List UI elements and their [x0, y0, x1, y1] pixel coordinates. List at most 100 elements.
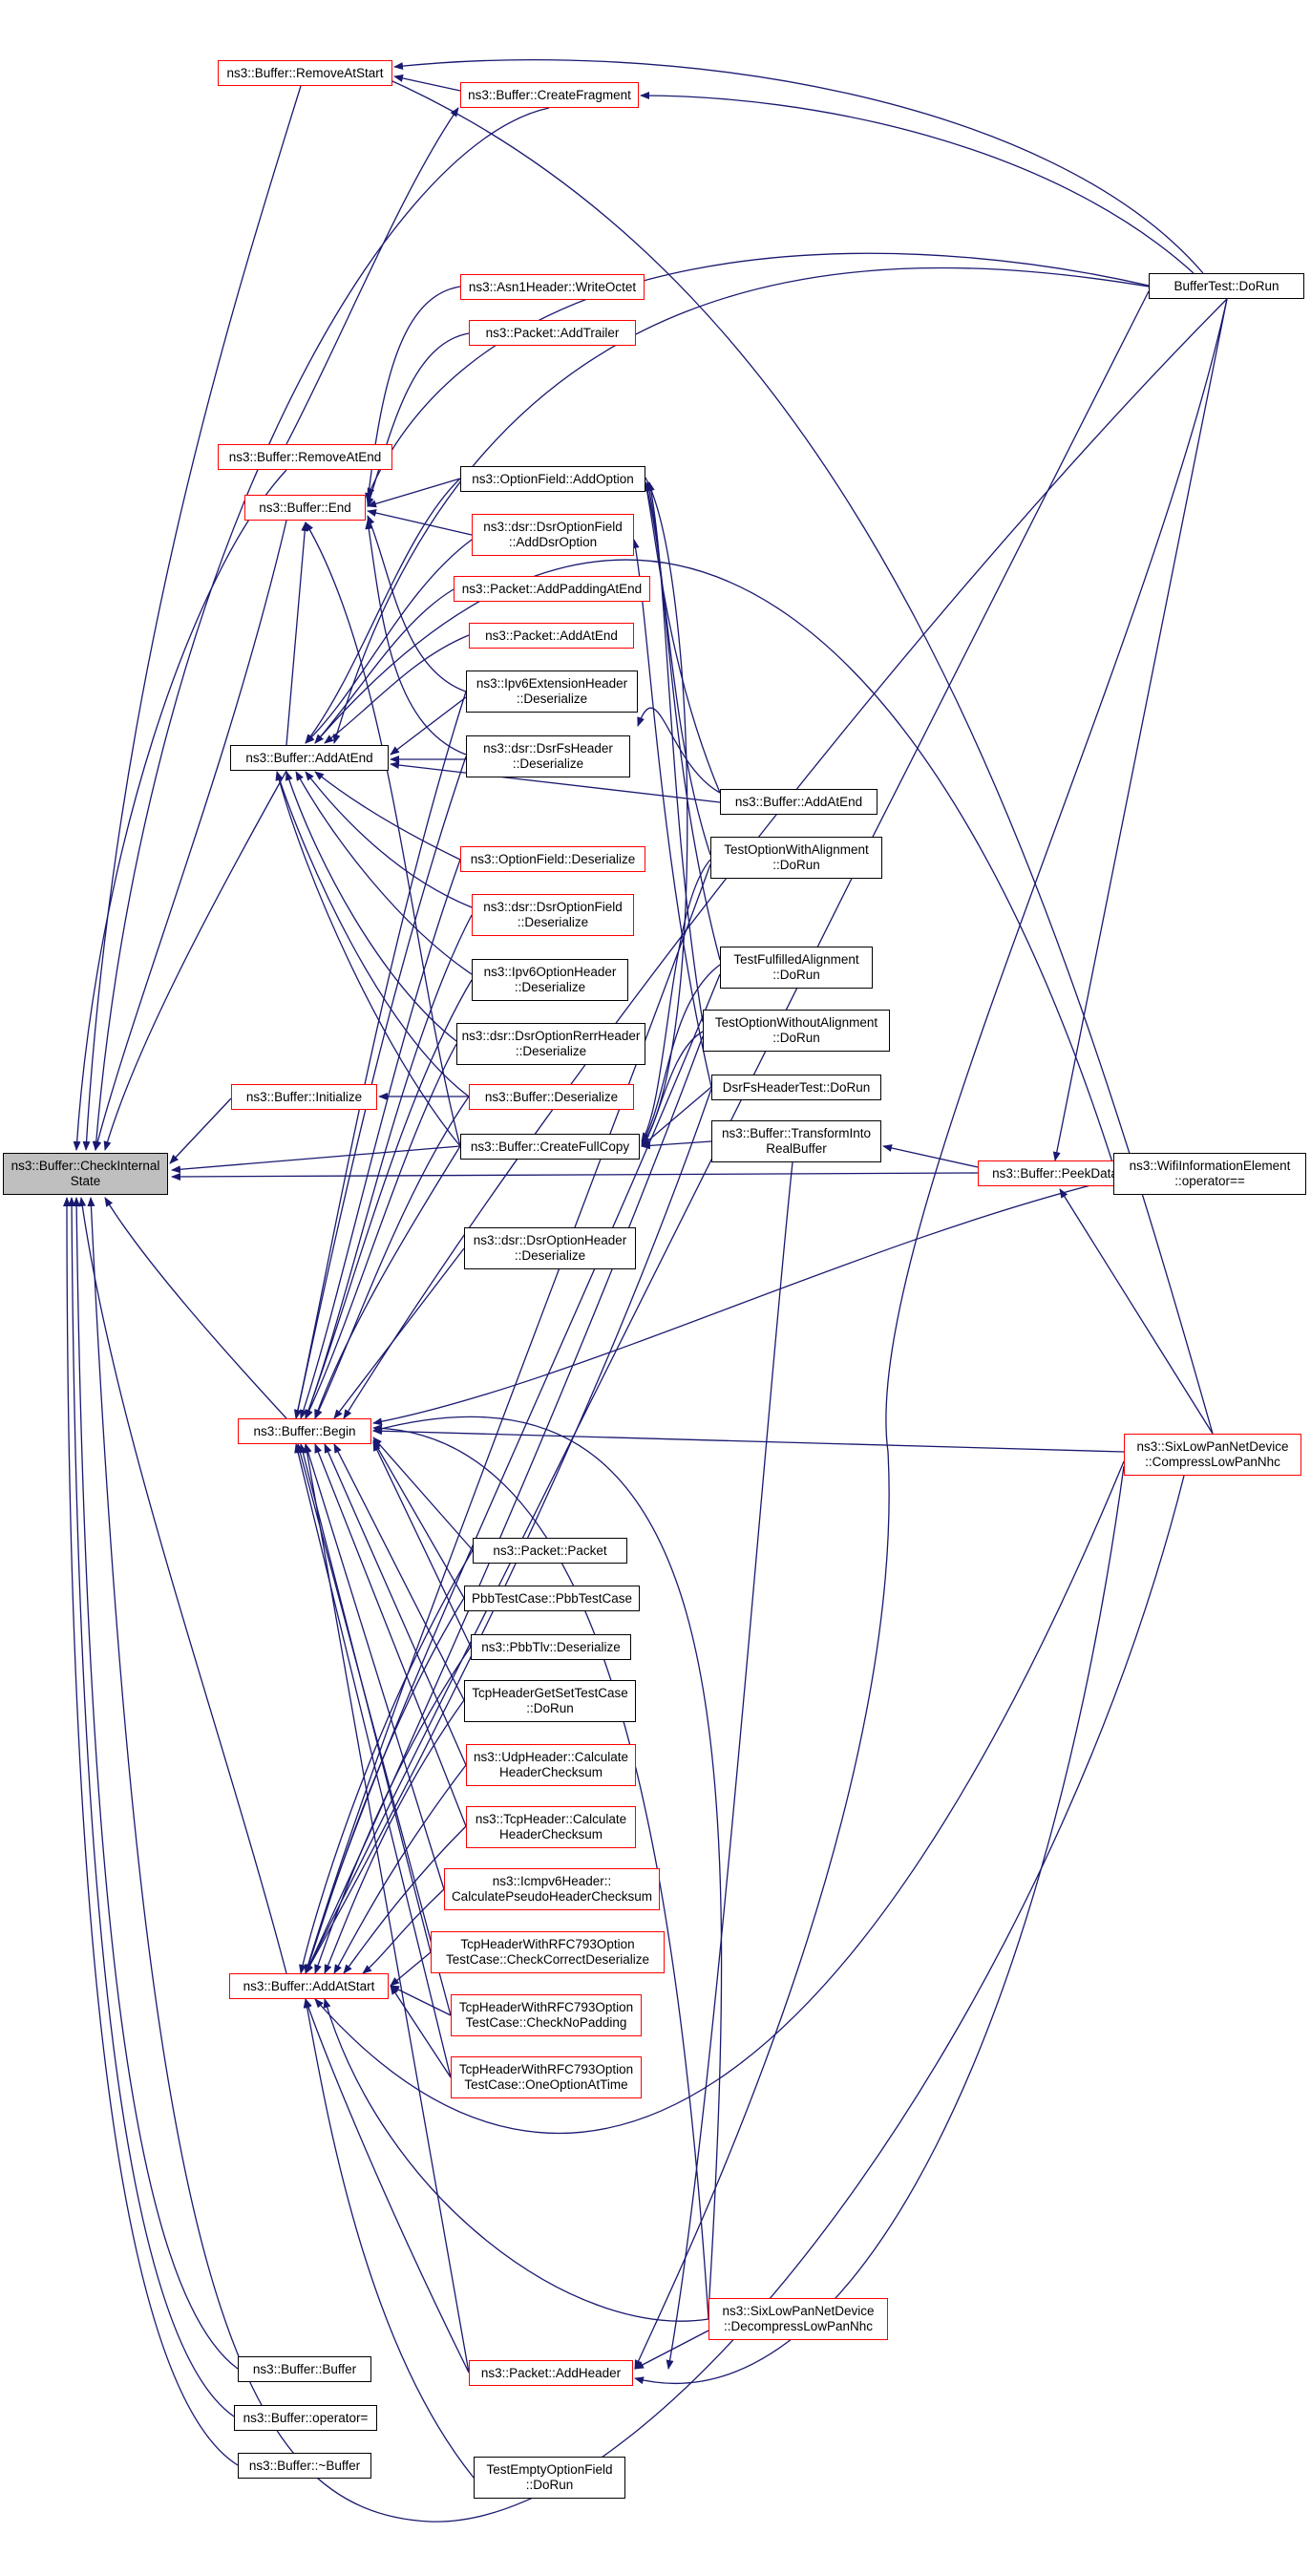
call-edge [640, 92, 1195, 274]
call-edge [324, 634, 470, 744]
node-label: ns3::Buffer::Begin [253, 1423, 356, 1438]
call-edge [296, 1443, 452, 2016]
node-test-fulfilled-alignment[interactable]: TestFulfilledAlignment ::DoRun [720, 947, 873, 989]
call-edge [645, 481, 721, 961]
call-edge [300, 859, 461, 1419]
node-create-full-copy[interactable]: ns3::Buffer::CreateFullCopy [460, 1134, 640, 1160]
node-transform-into-real-buffer[interactable]: ns3::Buffer::TransformInto RealBuffer [711, 1120, 881, 1162]
node-label: TcpHeaderWithRFC793Option [458, 2000, 634, 2014]
node-sixlowpan-decompress[interactable]: ns3::SixLowPanNetDevice ::DecompressLowP… [708, 2298, 888, 2340]
node-dsr-option-field-deserialize[interactable]: ns3::dsr::DsrOptionField ::Deserialize [472, 894, 634, 936]
node-buffer-add-at-end[interactable]: ns3::Buffer::AddAtEnd [230, 745, 389, 771]
call-edge [304, 863, 711, 1974]
node-ipv6-option-deserialize[interactable]: ns3::Ipv6OptionHeader ::Deserialize [472, 959, 628, 1001]
call-edge [73, 1197, 239, 2370]
node-peek-data[interactable]: ns3::Buffer::PeekData [978, 1160, 1132, 1186]
node-asn1-write-octet[interactable]: ns3::Asn1Header::WriteOctet [460, 274, 645, 300]
node-buffer-deserialize[interactable]: ns3::Buffer::Deserialize [469, 1084, 634, 1110]
node-test-option-with-alignment[interactable]: TestOptionWithAlignment ::DoRun [710, 837, 882, 879]
call-edge [294, 1443, 452, 2078]
node-dsr-fs-header-test[interactable]: DsrFsHeaderTest::DoRun [711, 1075, 881, 1100]
call-edge [372, 1427, 1125, 1453]
call-edge [68, 1197, 235, 2417]
node-label: ::DoRun [525, 2478, 574, 2492]
node-test-empty-option-field[interactable]: TestEmptyOptionField ::DoRun [474, 2457, 625, 2499]
node-label: ns3::Buffer::AddAtEnd [245, 750, 373, 765]
call-edge [314, 559, 1114, 1166]
call-edge [295, 771, 473, 975]
node-option-field-deserialize[interactable]: ns3::OptionField::Deserialize [460, 846, 645, 872]
node-end[interactable]: ns3::Buffer::End [244, 495, 366, 521]
node-add-at-start[interactable]: ns3::Buffer::AddAtStart [229, 1973, 389, 1999]
node-buffer-test-do-run[interactable]: BufferTest::DoRun [1149, 273, 1304, 299]
node-label: ns3::SixLowPanNetDevice [722, 2304, 875, 2318]
node-dsr-fs-deserialize[interactable]: ns3::dsr::DsrFsHeader ::Deserialize [466, 735, 630, 777]
node-wifi-information-element-eq[interactable]: ns3::WifiInformationElement ::operator== [1113, 1153, 1306, 1195]
node-label: ::DoRun [772, 858, 820, 872]
node-tcp793-check-correct-deserialize[interactable]: TcpHeaderWithRFC793Option TestCase::Chec… [431, 1931, 665, 1973]
call-edge [390, 1985, 452, 2078]
node-option-field-add-option[interactable]: ns3::OptionField::AddOption [460, 466, 645, 492]
node-packet-add-trailer[interactable]: ns3::Packet::AddTrailer [469, 320, 636, 346]
node-buffer-destructor[interactable]: ns3::Buffer::~Buffer [238, 2453, 371, 2479]
call-edge [305, 771, 473, 908]
node-pbb-test-case[interactable]: PbbTestCase::PbbTestCase [464, 1586, 640, 1611]
node-label: ::AddDsrOption [508, 535, 598, 549]
node-tcp-calculate-checksum[interactable]: ns3::TcpHeader::Calculate HeaderChecksum [466, 1806, 636, 1848]
node-pbb-tlv-deserialize[interactable]: ns3::PbbTlv::Deserialize [471, 1634, 631, 1660]
call-edge [393, 75, 461, 92]
node-ipv6-extension-deserialize[interactable]: ns3::Ipv6ExtensionHeader ::Deserialize [466, 671, 638, 713]
call-edge [304, 1443, 445, 1890]
call-edge [305, 979, 473, 1419]
node-label: RealBuffer [766, 1141, 827, 1156]
call-edge [390, 696, 467, 756]
node-label: ns3::dsr::DsrOptionField [483, 520, 623, 534]
node-remove-at-end[interactable]: ns3::Buffer::RemoveAtEnd [218, 444, 392, 470]
call-edge [305, 522, 461, 1147]
call-edge [641, 477, 688, 1147]
node-icmpv6-pseudo-checksum[interactable]: ns3::Icmpv6Header:: CalculatePseudoHeade… [444, 1868, 660, 1910]
node-packet-add-padding-at-end[interactable]: ns3::Packet::AddPaddingAtEnd [454, 576, 650, 602]
node-sixlowpan-compress[interactable]: ns3::SixLowPanNetDevice ::CompressLowPan… [1124, 1434, 1301, 1476]
node-initialize[interactable]: ns3::Buffer::Initialize [231, 1084, 377, 1110]
call-edge [314, 771, 461, 861]
call-edge [332, 266, 1150, 744]
node-label: ns3::Buffer::~Buffer [248, 2458, 361, 2473]
node-buffer-operator-assign[interactable]: ns3::Buffer::operator= [234, 2405, 377, 2431]
node-label: ns3::Packet::AddPaddingAtEnd [461, 581, 643, 596]
node-dsr-option-rerr-deserialize[interactable]: ns3::dsr::DsrOptionRerrHeader ::Deserial… [456, 1023, 645, 1065]
node-packet-add-at-end[interactable]: ns3::Packet::AddAtEnd [469, 623, 634, 649]
node-label: ns3::Buffer::CreateFragment [468, 87, 631, 102]
node-buffer-constructor[interactable]: ns3::Buffer::Buffer [238, 2356, 371, 2382]
node-label: State [70, 1174, 101, 1188]
node-label: ns3::dsr::DsrOptionHeader [473, 1233, 627, 1247]
node-buffer-add-at-end-overload[interactable]: ns3::Buffer::AddAtEnd [720, 789, 878, 815]
node-remove-at-start[interactable]: ns3::Buffer::RemoveAtStart [218, 60, 392, 86]
call-edge [294, 691, 467, 1419]
call-edge [367, 478, 461, 508]
node-dsr-add-dsr-option[interactable]: ns3::dsr::DsrOptionField ::AddDsrOption [472, 514, 634, 556]
node-packet-packet[interactable]: ns3::Packet::Packet [473, 1538, 627, 1564]
node-tcp-get-set-do-run[interactable]: TcpHeaderGetSetTestCase ::DoRun [464, 1680, 636, 1722]
node-label: ::Deserialize [514, 980, 586, 994]
node-tcp793-check-no-padding[interactable]: TcpHeaderWithRFC793Option TestCase::Chec… [451, 1994, 642, 2036]
node-begin[interactable]: ns3::Buffer::Begin [238, 1418, 371, 1444]
node-label: ::Deserialize [516, 692, 588, 706]
node-packet-add-header[interactable]: ns3::Packet::AddHeader [469, 2360, 633, 2386]
call-edge [372, 1179, 1114, 1426]
call-edge [305, 1043, 457, 1419]
node-test-option-without-alignment[interactable]: TestOptionWithoutAlignment ::DoRun [703, 1010, 890, 1052]
node-tcp793-one-option-at-time[interactable]: TcpHeaderWithRFC793Option TestCase::OneO… [451, 2056, 642, 2098]
call-edge [171, 1145, 461, 1174]
node-udp-calculate-checksum[interactable]: ns3::UdpHeader::Calculate HeaderChecksum [466, 1744, 636, 1786]
node-label: ns3::Buffer::RemoveAtEnd [228, 449, 382, 464]
node-dsr-option-header-deserialize[interactable]: ns3::dsr::DsrOptionHeader ::Deserialize [464, 1227, 636, 1269]
call-edge [641, 1140, 712, 1150]
call-edge [285, 107, 459, 445]
node-label: ns3::dsr::DsrFsHeader [483, 741, 613, 756]
call-edge [390, 1951, 432, 1987]
call-edge [367, 509, 473, 536]
node-label: ns3::OptionField::Deserialize [470, 851, 636, 866]
call-edge [333, 1247, 465, 1419]
node-create-fragment[interactable]: ns3::Buffer::CreateFragment [460, 82, 639, 108]
